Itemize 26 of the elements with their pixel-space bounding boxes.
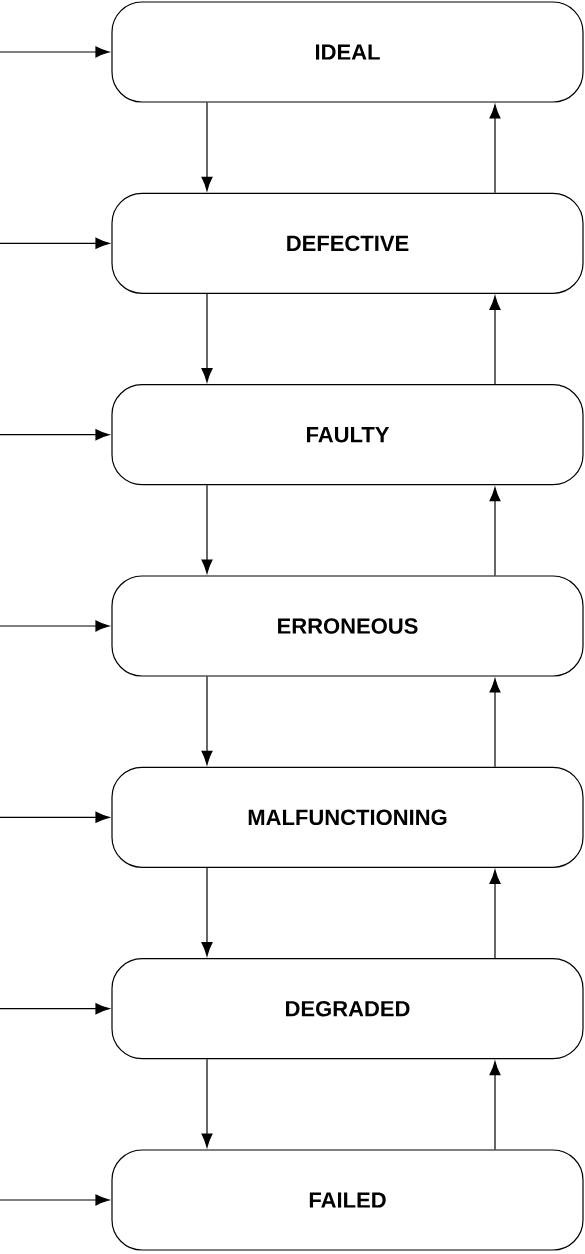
arrow [201, 867, 213, 957]
arrow [0, 429, 110, 441]
arrow [201, 484, 213, 574]
state-box: FAULTY [111, 384, 584, 486]
arrow [201, 293, 213, 383]
state-box: DEFECTIVE [111, 192, 584, 294]
arrow [0, 237, 110, 249]
arrow [489, 104, 501, 194]
state-box: MALFUNCTIONING [111, 766, 584, 868]
arrow [0, 46, 110, 58]
state-box: DEGRADED [111, 958, 584, 1060]
arrow [201, 102, 213, 191]
arrow [489, 295, 501, 385]
arrow [0, 1003, 110, 1015]
state-box: FAILED [111, 1149, 584, 1251]
arrow [489, 487, 501, 576]
arrow [201, 1058, 213, 1148]
arrow [0, 1194, 110, 1206]
arrow [489, 869, 501, 959]
arrow [201, 676, 213, 765]
state-box: ERRONEOUS [111, 575, 584, 677]
arrow [0, 620, 110, 632]
arrow [489, 1061, 501, 1150]
arrow [489, 678, 501, 768]
arrow [0, 811, 110, 823]
state-box: IDEAL [111, 1, 584, 103]
